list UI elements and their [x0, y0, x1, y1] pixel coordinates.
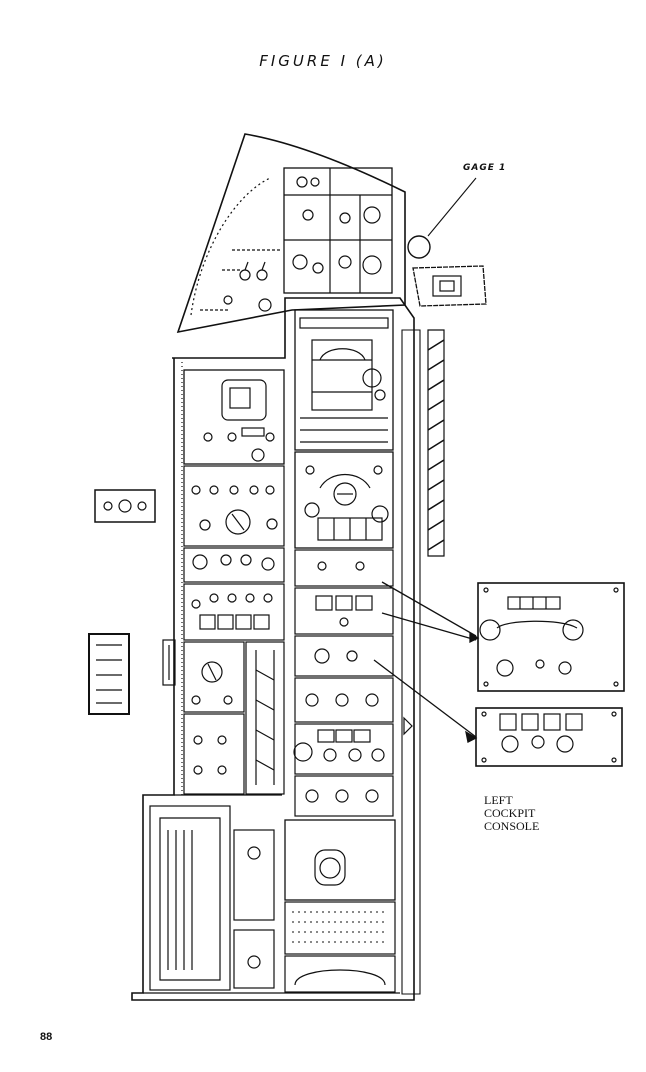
upper-panel-switches	[223, 261, 272, 312]
left-instrument-block	[183, 369, 285, 465]
lower-left-panel	[149, 805, 275, 991]
console-latch	[162, 639, 176, 686]
center-drum-block	[294, 309, 394, 451]
gage-1	[407, 177, 487, 307]
detail-panel-lower	[475, 707, 623, 767]
side-placard-upper	[94, 489, 156, 523]
upper-angled-panel	[176, 133, 406, 334]
figure-title: FIGURE I (A)	[259, 52, 387, 70]
lower-center-panels	[284, 819, 396, 993]
upper-panel-knobs	[292, 176, 382, 275]
console-label-line-1: LEFT	[484, 793, 513, 807]
indicator-grid	[292, 911, 388, 943]
detail-leader-lines	[373, 581, 480, 743]
console-label-line-2: COCKPIT	[484, 806, 536, 820]
gage-1-label: GAGE 1	[463, 163, 507, 173]
main-console-outline	[131, 297, 415, 1001]
console-label-line-3: CONSOLE	[484, 819, 540, 833]
right-side-rail	[401, 329, 445, 995]
page-number: 88	[40, 1031, 53, 1043]
center-stack-panels	[293, 451, 394, 817]
side-placard-lower	[88, 633, 130, 715]
left-subpanels	[183, 465, 285, 795]
left-cockpit-console-label: LEFT COCKPIT CONSOLE	[484, 794, 564, 833]
detail-panel-upper	[477, 582, 625, 692]
